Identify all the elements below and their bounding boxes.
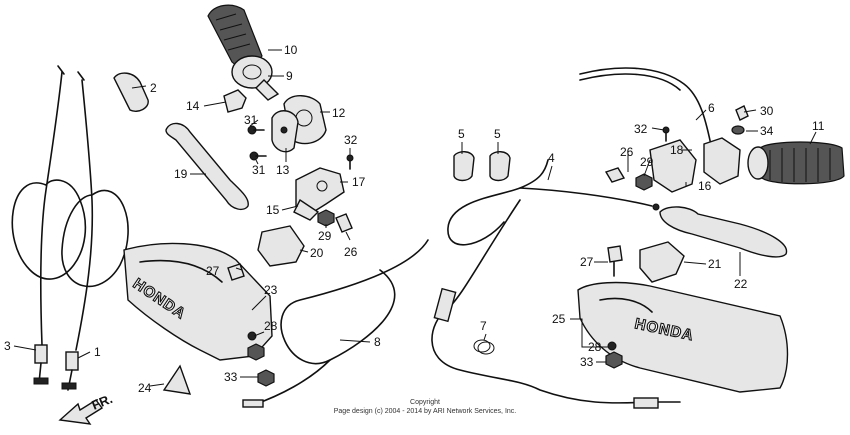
copyright-line-2: Page design (c) 2004 - 2014 by ARI Netwo… bbox=[334, 408, 517, 415]
callout-32-left: 32 bbox=[344, 133, 358, 147]
throttle-grip bbox=[207, 4, 280, 101]
callout-28-left: 28 bbox=[264, 319, 278, 333]
callouts: 10 9 2 12 14 31 31 13 19 15 17 32 29 26 … bbox=[4, 43, 825, 395]
callout-15: 15 bbox=[266, 203, 280, 217]
callout-27-left: 27 bbox=[206, 264, 220, 278]
copyright-line-1: Copyright bbox=[410, 399, 440, 406]
callout-17: 17 bbox=[352, 175, 366, 189]
cable-boot bbox=[113, 72, 149, 112]
callout-6: 6 bbox=[708, 101, 715, 115]
callout-33-right: 33 bbox=[580, 355, 594, 369]
callout-28-right: 28 bbox=[588, 340, 602, 354]
bolt-30 bbox=[731, 105, 749, 135]
callout-12: 12 bbox=[332, 106, 346, 120]
nut-bolt bbox=[317, 209, 353, 233]
callout-29-left: 29 bbox=[318, 229, 332, 243]
callout-21: 21 bbox=[708, 257, 722, 271]
throttle-cables bbox=[11, 65, 129, 391]
callout-11: 11 bbox=[812, 119, 825, 133]
right-lever-bracket bbox=[604, 126, 741, 193]
callout-7: 7 bbox=[480, 319, 487, 333]
callout-29-right: 29 bbox=[640, 155, 654, 169]
callout-3: 3 bbox=[4, 339, 11, 353]
callout-16: 16 bbox=[698, 179, 712, 193]
callout-27-right: 27 bbox=[580, 255, 594, 269]
clamps bbox=[453, 151, 511, 182]
callout-18: 18 bbox=[670, 143, 684, 157]
guard-plate bbox=[162, 364, 192, 395]
callout-9: 9 bbox=[286, 69, 293, 83]
leader-lines bbox=[13, 49, 817, 387]
callout-24: 24 bbox=[138, 381, 152, 395]
callout-25: 25 bbox=[552, 312, 566, 326]
callout-32-right: 32 bbox=[634, 122, 648, 136]
copyright-notice: Copyright Page design (c) 2004 - 2014 by… bbox=[334, 399, 517, 415]
callout-4: 4 bbox=[548, 151, 555, 165]
clutch-switch bbox=[257, 225, 305, 267]
callout-22: 22 bbox=[734, 277, 748, 291]
callout-31-upper: 31 bbox=[244, 113, 258, 127]
callout-26-left: 26 bbox=[344, 245, 358, 259]
right-lever bbox=[659, 206, 788, 258]
callout-33-left: 33 bbox=[224, 370, 238, 384]
left-hand-guard: HONDA bbox=[123, 242, 273, 361]
callout-26-right: 26 bbox=[620, 145, 634, 159]
lower-cable bbox=[431, 199, 681, 409]
switch-wire bbox=[579, 67, 713, 151]
callout-5-right: 5 bbox=[494, 127, 501, 141]
callout-10: 10 bbox=[284, 43, 298, 57]
decompressor-cable bbox=[447, 159, 660, 246]
clutch-cable bbox=[242, 239, 429, 408]
right-switch bbox=[639, 241, 685, 283]
callout-30: 30 bbox=[760, 104, 774, 118]
right-hand-guard: HONDA bbox=[577, 281, 789, 393]
callout-5-left: 5 bbox=[458, 127, 465, 141]
callout-1: 1 bbox=[94, 345, 101, 359]
callout-34: 34 bbox=[760, 124, 774, 138]
screw-31 bbox=[247, 125, 267, 161]
cable-adjuster bbox=[223, 89, 247, 113]
callout-14: 14 bbox=[186, 99, 200, 113]
direction-label: FR. bbox=[90, 391, 115, 413]
lever-bracket bbox=[293, 167, 345, 221]
right-grip bbox=[747, 141, 845, 185]
callout-8: 8 bbox=[374, 335, 381, 349]
clutch-lever bbox=[165, 122, 249, 211]
callout-2: 2 bbox=[150, 81, 157, 95]
callout-13: 13 bbox=[276, 163, 290, 177]
spring bbox=[473, 339, 495, 355]
callout-23: 23 bbox=[264, 283, 278, 297]
throttle-housing bbox=[271, 95, 327, 153]
callout-31-lower: 31 bbox=[252, 163, 266, 177]
callout-19: 19 bbox=[174, 167, 188, 181]
nut-33-left bbox=[257, 369, 275, 387]
callout-20: 20 bbox=[310, 246, 324, 260]
front-direction-arrow: FR. bbox=[58, 391, 115, 425]
bolt-32 bbox=[346, 154, 354, 170]
bolt-27-right bbox=[607, 245, 623, 277]
